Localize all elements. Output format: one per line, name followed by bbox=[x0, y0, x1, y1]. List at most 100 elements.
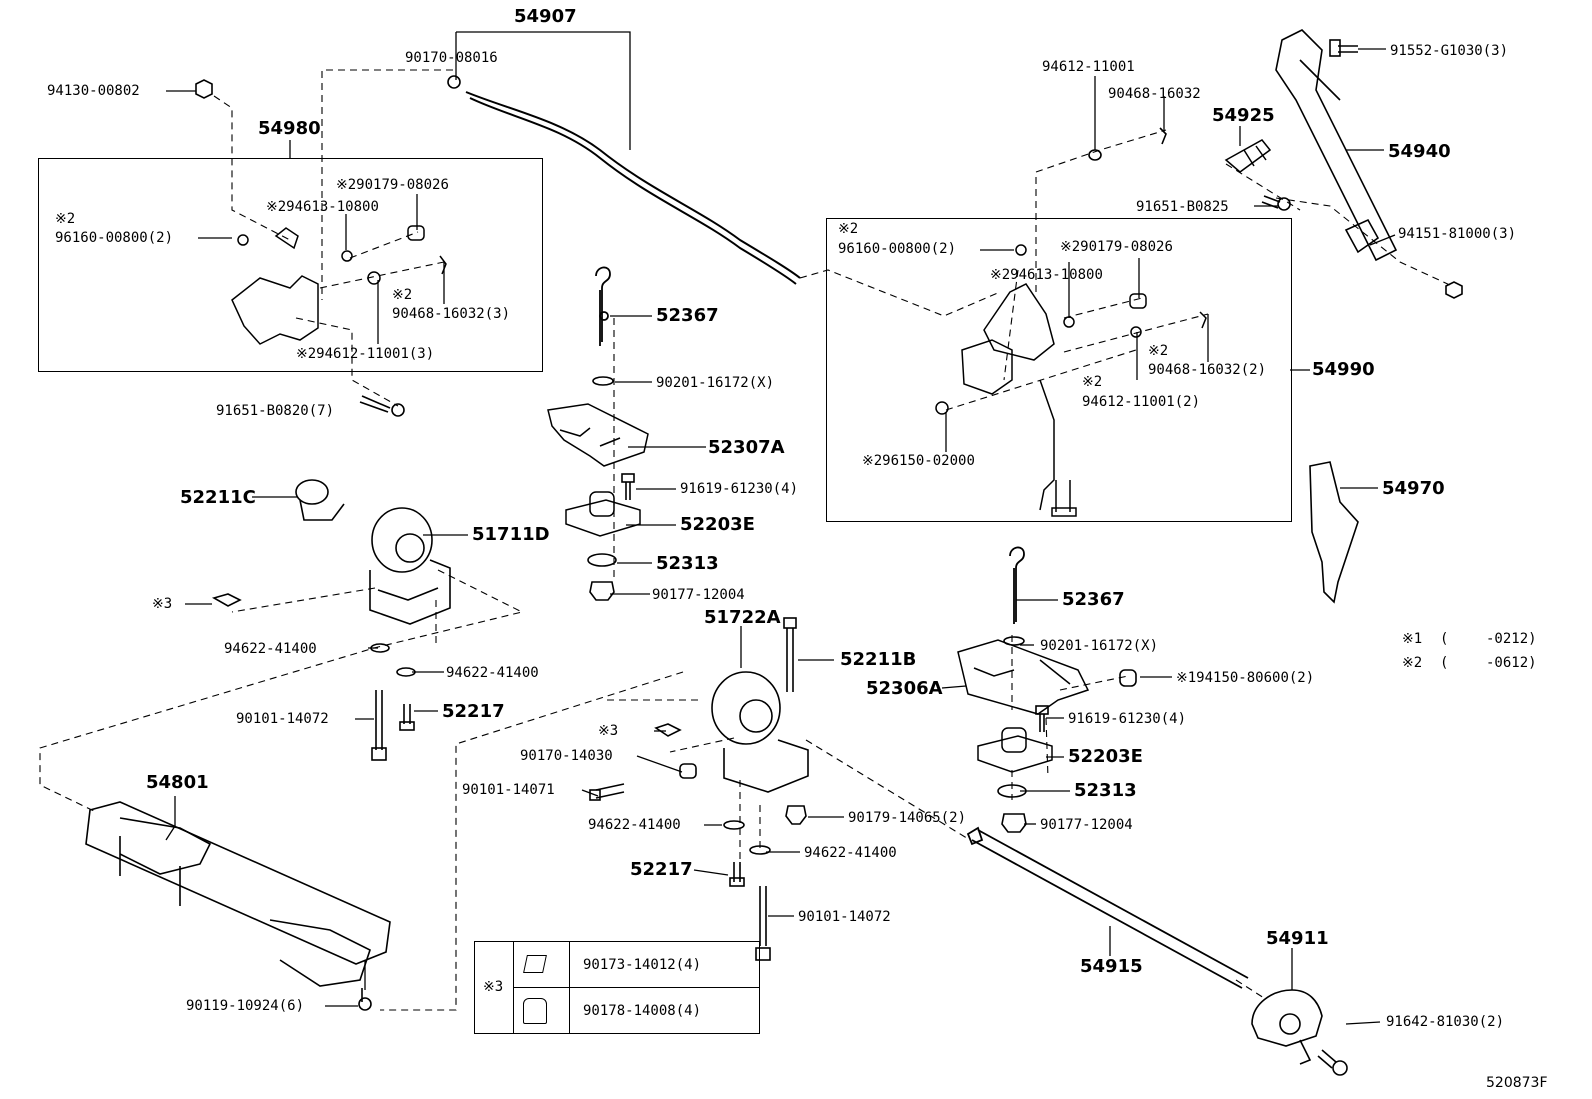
label-96160-00800-left: 96160-00800(2) bbox=[55, 230, 174, 246]
stud-52217-a bbox=[399, 704, 415, 731]
washer-52313-a bbox=[587, 553, 617, 567]
label-94612-right-mark: ※2 bbox=[1082, 374, 1103, 390]
bolt-91619-a bbox=[621, 473, 635, 500]
label-94151-81000: 94151-81000(3) bbox=[1398, 226, 1517, 242]
bolt-90101-14072-b bbox=[755, 886, 771, 961]
bracket-52307a bbox=[547, 403, 649, 467]
label-96160-right-mark: ※2 bbox=[838, 221, 859, 237]
label-90468-16032: 90468-16032 bbox=[1108, 86, 1201, 102]
crossmember-54801 bbox=[85, 801, 391, 987]
label-54911: 54911 bbox=[1266, 928, 1329, 949]
label-94622-41400-c: 94622-41400 bbox=[588, 817, 681, 833]
inset-row-2-part: 90178-14008(4) bbox=[583, 1003, 702, 1019]
label-54801: 54801 bbox=[146, 772, 209, 793]
label-51722a: 51722A bbox=[704, 607, 781, 628]
label-52211b: 52211B bbox=[840, 649, 917, 670]
square-nut-icon bbox=[523, 955, 547, 973]
label-91619-61230-b: 91619-61230(4) bbox=[1068, 711, 1187, 727]
bolt-90101-14072-a bbox=[371, 690, 387, 761]
square-nut-b bbox=[654, 723, 682, 737]
hook-52367-a bbox=[595, 266, 611, 346]
bolt-91651-b0820 bbox=[359, 395, 405, 417]
lever-54940 bbox=[1275, 29, 1398, 262]
note-2-value: -0612) bbox=[1486, 655, 1537, 671]
bolt-90119 bbox=[358, 988, 372, 1011]
nut-94151 bbox=[1445, 281, 1463, 299]
nut-90177-b bbox=[1001, 813, 1027, 833]
label-94612-11001: 94612-11001 bbox=[1042, 59, 1135, 75]
label-52313-b: 52313 bbox=[1074, 780, 1137, 801]
label-52217-a: 52217 bbox=[442, 701, 505, 722]
nut-94150 bbox=[1119, 669, 1137, 687]
label-94150-80600: ※194150-80600(2) bbox=[1176, 670, 1315, 686]
label-96160-00800-right: 96160-00800(2) bbox=[838, 241, 957, 257]
diagram-code: 520873F bbox=[1486, 1075, 1548, 1091]
nut-94130 bbox=[195, 79, 213, 99]
label-94612-11001-left: ※294612-11001(3) bbox=[296, 346, 435, 362]
square-nut-a bbox=[211, 593, 242, 607]
assembly-box-54990 bbox=[826, 218, 1292, 522]
label-90201-16172-b: 90201-16172(X) bbox=[1040, 638, 1159, 654]
label-91651-b0825: 91651-B0825 bbox=[1136, 199, 1229, 215]
nut-90170 bbox=[447, 75, 461, 89]
nut-90170-14030 bbox=[679, 763, 697, 779]
sensor-bracket-right bbox=[935, 244, 1207, 517]
label-90170-08016: 90170-08016 bbox=[405, 50, 498, 66]
label-96150-02000: ※296150-02000 bbox=[862, 453, 975, 469]
label-52217-b: 52217 bbox=[630, 859, 693, 880]
label-90179-08026-left: ※290179-08026 bbox=[336, 177, 449, 193]
label-94622-41400-a: 94622-41400 bbox=[224, 641, 317, 657]
label-54940: 54940 bbox=[1388, 141, 1451, 162]
label-54925: 54925 bbox=[1212, 105, 1275, 126]
label-94622-41400-d: 94622-41400 bbox=[804, 845, 897, 861]
label-x3-a: ※3 bbox=[152, 596, 173, 612]
bolt-91552 bbox=[1329, 39, 1358, 57]
label-54907: 54907 bbox=[514, 6, 577, 27]
note-1-value: -0212) bbox=[1486, 631, 1537, 647]
label-94613-10800-right: ※294613-10800 bbox=[990, 267, 1103, 283]
label-51711d: 51711D bbox=[472, 524, 550, 545]
mount-52203e-b bbox=[977, 727, 1053, 773]
label-90468-16032-right: 90468-16032(2) bbox=[1148, 362, 1267, 378]
inset-mark: ※3 bbox=[483, 979, 504, 995]
bolt-52211b bbox=[783, 617, 797, 692]
label-91642-81030: 91642-81030(2) bbox=[1386, 1014, 1505, 1030]
label-90101-14072-a: 90101-14072 bbox=[236, 711, 329, 727]
bolt-90101-14071 bbox=[589, 783, 625, 801]
bolt-91642 bbox=[1317, 1049, 1348, 1076]
inset-table: ※3 90173-14012(4) 90178-14008(4) bbox=[474, 941, 760, 1034]
sensor-bracket-left bbox=[231, 225, 447, 345]
nut-90179-14065 bbox=[785, 805, 807, 825]
bolt-91651-b0825 bbox=[1261, 195, 1291, 211]
label-90179-08026-right: ※290179-08026 bbox=[1060, 239, 1173, 255]
hook-52367-b bbox=[1009, 546, 1025, 624]
control-rod bbox=[465, 91, 801, 285]
inset-row-1-part: 90173-14012(4) bbox=[583, 957, 702, 973]
note-1-paren: ( bbox=[1440, 631, 1449, 647]
label-52203e-b: 52203E bbox=[1068, 746, 1143, 767]
bolt-91619-b bbox=[1035, 705, 1049, 732]
label-90179-14065: 90179-14065(2) bbox=[848, 810, 967, 826]
label-90170-14030: 90170-14030 bbox=[520, 748, 613, 764]
label-91619-61230-a: 91619-61230(4) bbox=[680, 481, 799, 497]
label-96160-left-mark: ※2 bbox=[55, 211, 76, 227]
stud-52217-b bbox=[729, 862, 745, 887]
label-94130-00802: 94130-00802 bbox=[47, 83, 140, 99]
nut-90177-a bbox=[589, 581, 615, 601]
arm-54911 bbox=[1251, 989, 1323, 1065]
clip-90468 bbox=[1159, 127, 1167, 145]
mount-51711d bbox=[369, 507, 451, 625]
note-2-paren: ( bbox=[1440, 655, 1449, 671]
label-52313-a: 52313 bbox=[656, 553, 719, 574]
label-52367-a: 52367 bbox=[656, 305, 719, 326]
bracket-54925 bbox=[1224, 139, 1272, 173]
label-54990: 54990 bbox=[1312, 359, 1375, 380]
assembly-box-54980 bbox=[38, 158, 543, 372]
torsion-bar-54915 bbox=[966, 826, 1249, 989]
label-90201-16172-a: 90201-16172(X) bbox=[656, 375, 775, 391]
label-94622-41400-b: 94622-41400 bbox=[446, 665, 539, 681]
note-2-mark: ※2 bbox=[1402, 655, 1423, 671]
label-52203e-a: 52203E bbox=[680, 514, 755, 535]
